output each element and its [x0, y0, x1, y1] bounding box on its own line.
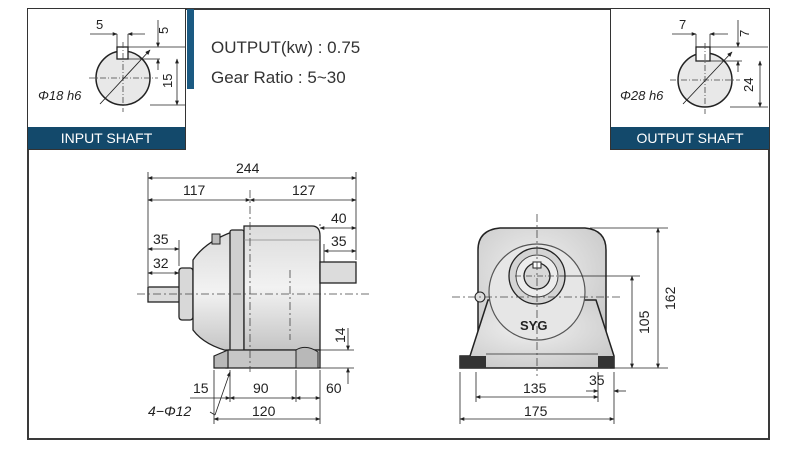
dim-foot-overhang: 60 — [326, 380, 342, 396]
dim-bolt-offset: 15 — [193, 380, 209, 396]
dim-foot-thickness: 14 — [332, 327, 348, 343]
output-key-width: 7 — [679, 17, 686, 32]
dim-right-length: 127 — [292, 182, 316, 198]
output-key-depth: 7 — [737, 30, 752, 37]
input-key-depth: 5 — [156, 27, 171, 34]
dim-input-key-length: 32 — [153, 255, 169, 271]
output-shaft-diameter: Φ28 h6 — [620, 88, 664, 103]
dim-overall-length: 244 — [236, 160, 260, 176]
input-key-width: 5 — [96, 17, 103, 32]
output-shaft-label: OUTPUT SHAFT — [611, 127, 769, 149]
dim-bolt-spacing: 90 — [253, 380, 269, 396]
dim-foot-edge: 35 — [589, 372, 605, 388]
input-shaft-height: 15 — [160, 74, 175, 88]
dim-output-shaft-length: 40 — [331, 210, 347, 226]
output-shaft-panel: OUTPUT SHAFT — [610, 8, 770, 150]
dim-overall-width: 175 — [524, 403, 548, 419]
dim-shaft-height: 105 — [636, 310, 652, 334]
accent-bar — [187, 9, 194, 89]
output-shaft-section — [670, 20, 768, 114]
input-shaft-section — [89, 20, 185, 112]
output-shaft-height: 24 — [741, 78, 756, 92]
input-shaft-label: INPUT SHAFT — [28, 127, 185, 149]
side-view-dimensions — [147, 172, 357, 424]
output-power-spec: OUTPUT(kw) : 0.75 — [211, 38, 361, 57]
dim-input-shaft-length: 35 — [153, 231, 169, 247]
dim-left-length: 117 — [183, 182, 206, 198]
side-view-drawing — [137, 190, 372, 372]
front-view-drawing — [452, 214, 620, 376]
input-shaft-diameter: Φ18 h6 — [38, 88, 82, 103]
front-view-dimensions — [459, 227, 668, 424]
dim-bolt-holes: 4−Φ12 — [148, 403, 191, 419]
dim-overall-height: 162 — [662, 286, 678, 310]
drawing-frame — [27, 8, 770, 440]
dim-output-key-length: 35 — [331, 233, 347, 249]
brand-logo: SYG — [520, 318, 547, 333]
gear-ratio-spec: Gear Ratio : 5~30 — [211, 68, 346, 87]
input-shaft-panel: INPUT SHAFT — [27, 8, 186, 150]
dim-foot-length: 120 — [252, 403, 276, 419]
dim-front-bolt-spacing: 135 — [523, 380, 547, 396]
